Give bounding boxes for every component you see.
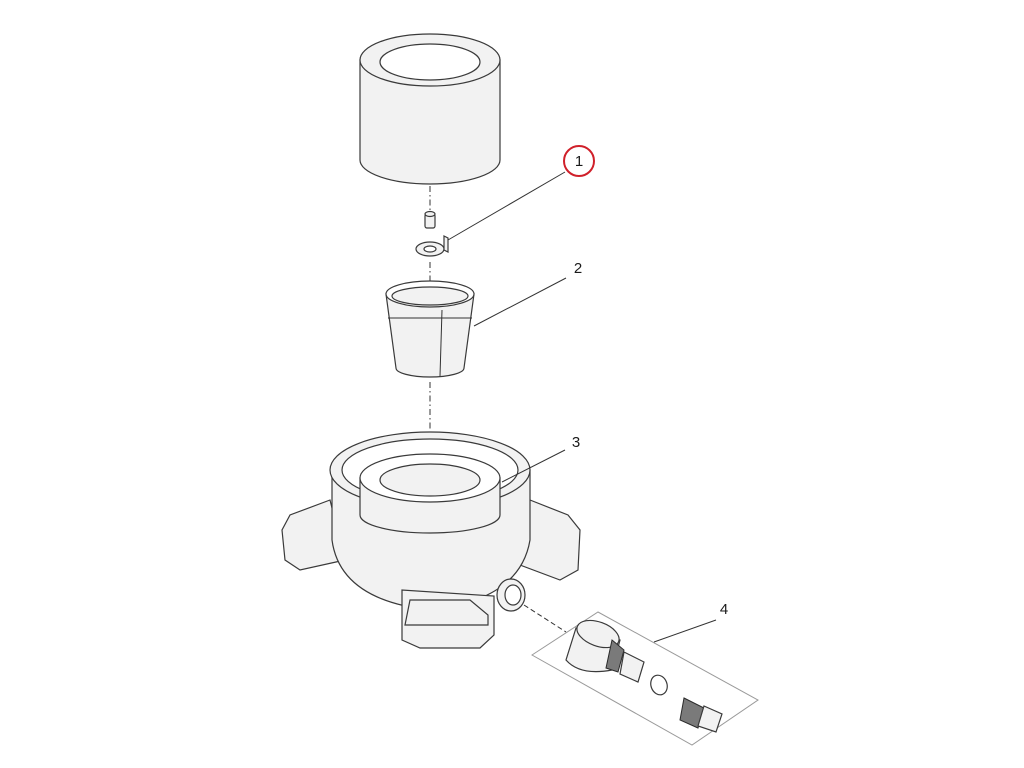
part-4-group-frame bbox=[531, 611, 759, 746]
callout-2-label: 2 bbox=[574, 260, 582, 277]
leader-line-outlet bbox=[523, 604, 567, 633]
part-4-fitting-assembly bbox=[531, 611, 759, 746]
part-1-screw-washer bbox=[415, 210, 449, 257]
leader-line-4 bbox=[653, 619, 717, 643]
part-3-base-housing bbox=[281, 431, 581, 649]
leader-line-2 bbox=[473, 277, 567, 327]
callout-4-label: 4 bbox=[720, 601, 728, 618]
leader-line-1 bbox=[447, 171, 566, 241]
callout-3-label: 3 bbox=[572, 434, 580, 451]
callout-1-label: 1 bbox=[575, 153, 583, 170]
leader-line-3 bbox=[501, 449, 566, 483]
callout-3[interactable]: 3 bbox=[572, 434, 580, 451]
callout-1-highlight-ring bbox=[563, 145, 595, 177]
callout-4[interactable]: 4 bbox=[720, 601, 728, 618]
leader-lines bbox=[447, 171, 717, 643]
callout-1[interactable]: 1 bbox=[563, 145, 595, 177]
top-cylinder-part bbox=[359, 33, 501, 185]
callout-2[interactable]: 2 bbox=[574, 260, 582, 277]
part-2-strainer-cup bbox=[385, 280, 475, 378]
